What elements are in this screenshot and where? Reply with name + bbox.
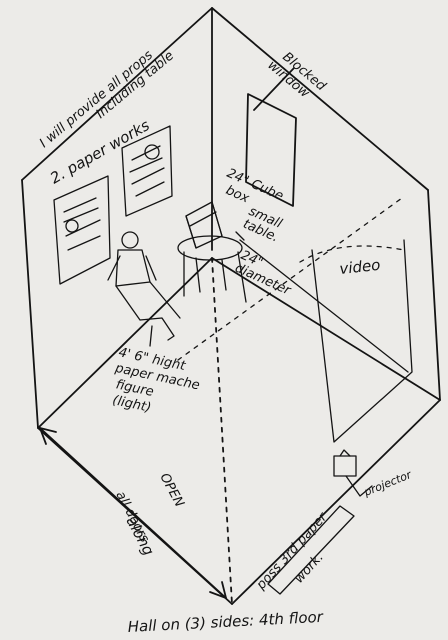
video-projection (239, 239, 413, 443)
floor-left-edge (37, 257, 213, 429)
window-cross-line (253, 67, 295, 111)
projector-text: projector (361, 468, 414, 500)
floor-dashed-line (177, 197, 403, 361)
projection-beam (239, 239, 409, 373)
projector-label: projector (361, 468, 414, 500)
figure-label: 4' 6" hight paper mache figure (light) (111, 345, 201, 416)
back-right-wall-top (211, 7, 429, 191)
double-arrow (39, 427, 227, 599)
third-paper-work-label: poss 3rd paper work. (253, 509, 331, 594)
paper-mache-figure (107, 231, 181, 341)
front-corner-vertical (211, 257, 233, 605)
paper-work-right (121, 125, 173, 217)
footer-text: Hall on (3) sides: 4th floor (127, 608, 324, 636)
open-doors-line1: OPEN (156, 471, 186, 510)
floor-front-right (231, 399, 441, 605)
open-doors-label: OPEN (156, 471, 186, 510)
video-label: video (339, 256, 382, 278)
floor-right-edge (211, 257, 441, 401)
right-wall-vertical (427, 189, 441, 401)
table-pointer (235, 231, 245, 241)
small-table (177, 235, 247, 303)
small-table-label: small table. (241, 204, 285, 246)
back-left-wall-top (21, 7, 213, 181)
footer-label: Hall on (3) sides: 4th floor (127, 608, 324, 636)
video-screen (311, 239, 413, 443)
blocked-window (245, 67, 297, 207)
cube-box (185, 201, 223, 249)
figure-pointer (149, 325, 153, 347)
projector (333, 449, 373, 497)
video-text: video (339, 256, 382, 278)
left-wall-vertical (21, 179, 39, 429)
open-doors-line3: along (122, 513, 157, 558)
room-walls (21, 7, 441, 605)
open-doors-label-3: along (122, 513, 157, 558)
third-paper-work-panel (267, 505, 355, 595)
paper-work-left (53, 175, 111, 285)
